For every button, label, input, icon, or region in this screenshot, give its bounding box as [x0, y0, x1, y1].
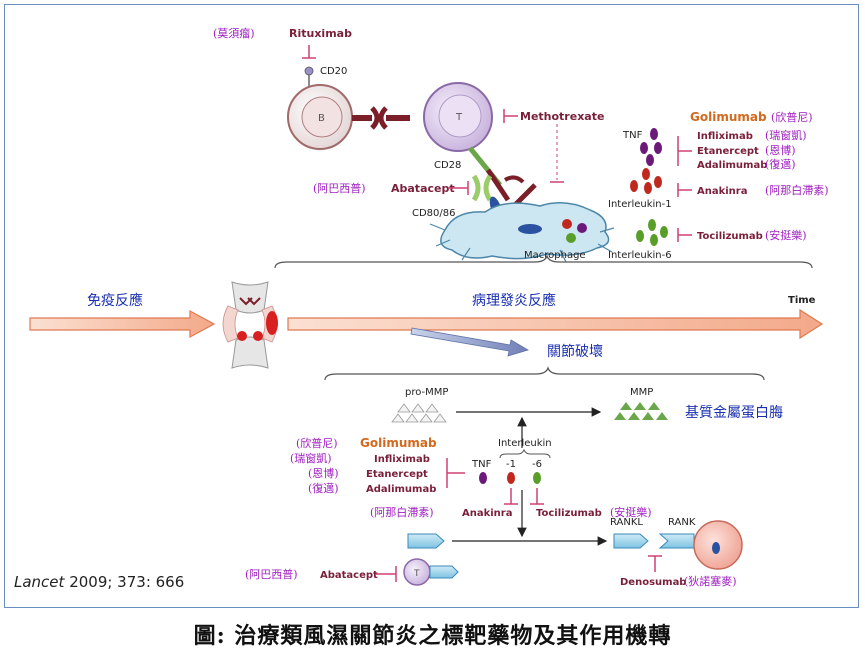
anakinra-bottom-label: Anakinra — [462, 508, 512, 519]
rankl-pentagon-icon — [613, 533, 649, 549]
tnf-label: TNF — [622, 130, 643, 141]
il6-bottom-label: -6 — [532, 459, 542, 470]
abatacept-bottom-inhibitor-icon — [376, 566, 397, 582]
citation: Lancet 2009; 373: 666 — [14, 573, 184, 591]
infliximab-cn-bottom-label: (瑞窗凱) — [290, 451, 332, 465]
tocilizumab-label: Tocilizumab — [697, 231, 763, 242]
b-cell-label: B — [318, 113, 325, 124]
abatacept-inhibitor-icon — [448, 181, 469, 195]
tnf-dot-icon — [479, 472, 487, 484]
tocilizumab-cn-bottom-label: (安挺樂) — [610, 505, 652, 519]
etanercept-bottom-label: Etanercept — [366, 469, 428, 480]
interleukin-label: Interleukin — [498, 438, 552, 449]
abatacept-cn-bottom-label: (阿巴西普) — [245, 567, 298, 581]
methotrexate-label: Methotrexate — [520, 110, 604, 123]
cd28-receptor-icon — [471, 174, 493, 202]
mmp-label: MMP — [630, 387, 653, 398]
pro-mmp-cluster-icon — [391, 403, 447, 423]
infliximab-label: Infliximab — [697, 131, 753, 142]
infliximab-bottom-label: Infliximab — [374, 454, 430, 465]
il1-bottom-inhibitor-icon — [504, 488, 518, 505]
t-cell-icon — [423, 82, 493, 152]
etanercept-cn-label: (恩博) — [765, 144, 796, 157]
tocilizumab-cn-label: (安挺樂) — [765, 228, 807, 242]
cd80-86-label: CD80/86 — [412, 208, 456, 219]
macrophage-label: Macrophage — [524, 250, 586, 261]
rituximab-cn-label: (莫須瘤) — [213, 26, 255, 40]
top-brace — [274, 254, 813, 269]
cd28-label: CD28 — [434, 160, 461, 171]
etanercept-label: Etanercept — [697, 146, 759, 157]
etanercept-cn-bottom-label: (恩博) — [308, 467, 339, 480]
interleukin1-label: Interleukin-1 — [608, 199, 672, 210]
pathological-inflammation-arrow — [287, 308, 824, 340]
il1-dot-icon — [507, 472, 515, 484]
tocilizumab-bottom-label: Tocilizumab — [536, 508, 602, 519]
adalimumab-label: Adalimumab — [697, 160, 767, 171]
rituximab-inhibitor-icon — [302, 45, 316, 59]
golimumab-cn-bottom-label: (欣普尼) — [296, 436, 338, 450]
interleukin1-cluster-icon — [630, 168, 662, 194]
interleukin6-label: Interleukin-6 — [608, 250, 672, 261]
b-cell-icon — [287, 84, 353, 150]
denosumab-inhibitor-icon — [648, 555, 662, 572]
methotrexate-inhibitor-icon — [503, 109, 564, 183]
joint-destruction-label: 關節破壞 — [547, 343, 603, 360]
anakinra-cn-bottom-label: (阿那白滯素) — [370, 505, 434, 519]
macrophage-icon — [429, 202, 615, 263]
b-t-receptor-complex-icon — [352, 106, 410, 130]
cd20-label: CD20 — [320, 66, 347, 77]
citation-journal: Lancet — [14, 573, 66, 591]
abatacept-label: Abatacept — [391, 182, 455, 195]
il1-bottom-label: -1 — [506, 459, 516, 470]
golimumab-label: Golimumab — [690, 110, 767, 124]
t-cell-small-label: T — [413, 569, 420, 579]
adalimumab-bottom-label: Adalimumab — [366, 484, 436, 495]
bottom-brace — [324, 366, 765, 381]
tnf-inhibitor-icon — [677, 136, 692, 166]
interleukin-brace — [499, 448, 551, 459]
t-cell-small-icon — [403, 558, 459, 586]
il6-dot-icon — [533, 472, 541, 484]
golimumab-bottom-label: Golimumab — [360, 436, 437, 450]
denosumab-cn-label: (狄諾塞麥) — [684, 574, 737, 588]
cd20-receptor-icon — [304, 66, 314, 86]
rituximab-label: Rituximab — [289, 27, 352, 40]
tnf-bottom-label: TNF — [471, 459, 492, 470]
tnf-cluster-icon — [640, 128, 662, 166]
mmp-cn-label: 基質金屬蛋白脢 — [685, 404, 783, 421]
interleukin6-cluster-icon — [636, 219, 668, 246]
osteoclast-icon — [693, 520, 743, 570]
denosumab-label: Denosumab — [620, 577, 686, 588]
rankl-label: RANKL — [610, 517, 643, 528]
rankl-source-pentagon-icon — [407, 533, 445, 549]
pro-mmp-label: pro-MMP — [405, 387, 448, 398]
adalimumab-cn-label: (復邁) — [765, 157, 796, 171]
adalimumab-cn-bottom-label: (復邁) — [308, 481, 339, 495]
anakinra-label: Anakinra — [697, 186, 747, 197]
infliximab-cn-label: (瑞窗凱) — [765, 128, 807, 142]
citation-details: 2009; 373: 666 — [64, 573, 184, 591]
golimumab-cn-label: (欣普尼) — [771, 110, 813, 124]
joint-destruction-arrow — [410, 327, 529, 357]
anakinra-cn-label: (阿那白滯素) — [765, 183, 829, 197]
rank-receptor-icon — [658, 533, 695, 549]
abatacept-cn-label: (阿巴西普) — [313, 181, 366, 195]
time-label: Time — [788, 295, 816, 306]
immune-response-label: 免疫反應 — [87, 292, 143, 309]
joint-icon — [222, 281, 278, 369]
abatacept-bottom-label: Abatacept — [320, 570, 378, 581]
tocilizumab-inhibitor-icon — [677, 228, 692, 242]
immune-response-arrow — [29, 309, 216, 339]
t-macrophage-receptor-icon — [468, 146, 537, 207]
rank-label: RANK — [668, 517, 696, 528]
tnf-bottom-inhibitor-icon — [446, 458, 465, 488]
figure-caption: 圖: 治療類風濕關節炎之標靶藥物及其作用機轉 — [193, 623, 672, 649]
il6-bottom-inhibitor-icon — [530, 488, 544, 505]
mmp-cluster-icon — [614, 402, 668, 420]
anakinra-inhibitor-icon — [677, 183, 692, 197]
t-cell-label: T — [455, 112, 463, 123]
pathological-inflammation-label: 病理發炎反應 — [472, 292, 556, 309]
